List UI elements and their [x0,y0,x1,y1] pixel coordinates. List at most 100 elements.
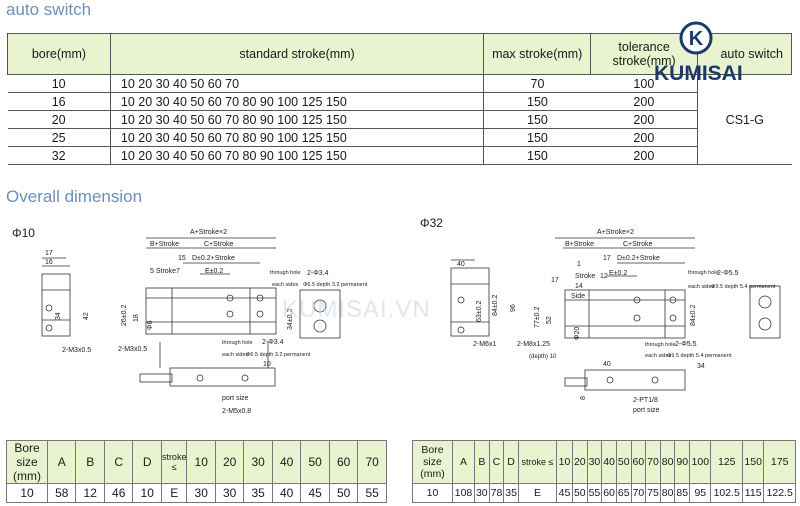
dim-label: 1 [577,261,581,268]
kumisai-logo: K KUMISAI [654,21,743,85]
dim-label: Stroke [575,273,595,280]
table-row: 10 58 12 46 10 E 30 30 35 40 45 50 55 [6,483,387,503]
dim-cell: 40 [271,483,302,503]
dim-label: each sides [645,353,672,359]
tolerance-cell: 200 [590,110,698,129]
dim-label: 2-Φ3.4 [262,339,284,346]
dim-cell: 55 [357,483,387,503]
bore-cell: 32 [7,146,111,165]
dim-label: 34 [55,312,62,320]
dim-cell: 75 [645,483,661,503]
dim-header-row: Bore size (mm) A B C D stroke ≤ 10 20 30… [6,440,387,484]
dim-cell: 10 [132,483,162,503]
dim-label: (depth) 10 [529,354,557,360]
dim-label: Φ6.5 depth 3.2 permanent [246,352,311,358]
dim-header: A [46,440,77,484]
dim-cell: E [517,483,557,503]
dim-label: 2-Φ5.5 [717,270,739,277]
dim-cell: 46 [103,483,134,503]
dim-cell: 12 [75,483,105,503]
dim-header: 50 [300,440,330,484]
dim-header: B [75,440,105,484]
watermark: KUMISAI.VN [282,296,431,323]
dim-label: 17 [551,277,559,284]
dim-header-stroke: stroke ≤ [517,440,557,484]
dim-label: 2-M3x0.5 [118,346,147,353]
dim-label: 26±0.2 [121,305,128,326]
stroke-cell: 10 20 30 40 50 60 70 80 90 100 125 150 [109,92,485,111]
dim-cell: 60 [601,483,617,503]
dim-label: Φ9.5 depth 5.4 permanent [711,284,776,290]
dim-label: 5 Stroke [150,268,176,275]
phi10-drawing: 17 16 34 42 2-M3x0.5 2-M3x0.5 26±0.2 18 … [41,229,368,415]
dim-cell: 50 [328,483,359,503]
dim-cell: 45 [300,483,330,503]
dim-header: A [452,440,475,484]
dim-cell: 115 [741,483,765,503]
dim-cell: 58 [46,483,77,503]
dim-label: 14 [575,283,583,290]
dim-label: Side [571,293,585,300]
dim-label: 84±0.2 [492,295,499,316]
dim-label: 77±0.2 [534,307,541,328]
dim-label: C+Stroke [204,241,233,248]
dim-header-bore: Bore size (mm) [412,440,453,484]
dim-label: 34±0.2 [287,309,294,330]
dim-label: through hole [645,342,676,348]
dim-label: 7 [176,268,180,275]
spec-table: bore(mm) standard stroke(mm) max stroke(… [7,33,792,165]
logo-ring [679,21,713,55]
dim-label: each sides [222,352,249,358]
dim-header: D [503,440,519,484]
stroke-cell: 10 20 30 40 50 60 70 80 90 100 125 150 [109,128,485,147]
dim-label: 2-Φ3.4 [307,270,329,277]
dim-cell: 50 [571,483,588,503]
tolerance-cell: 200 [590,128,698,147]
dim-label: D±0.2+Stroke [617,255,660,262]
phi32-drawing: 40 63±0.2 84±0.2 96 2-M6x1 2-M8x1.25 (de… [450,229,781,414]
dim-cell: 35 [243,483,273,503]
dim-label: 17 [45,250,53,257]
dim-header-stroke: stroke ≤ [160,440,188,484]
dim-label: 2-M3x0.5 [62,347,91,354]
dim-header: 40 [271,440,302,484]
dim-header: 70 [645,440,661,484]
dim-cell: 95 [689,483,712,503]
dim-cell: 45 [555,483,573,503]
table-row: 20 10 20 30 40 50 60 70 80 90 100 125 15… [7,110,792,129]
dim-cell: 122.5 [763,483,796,503]
dim-header: 40 [601,440,617,484]
dim-label: 18 [133,314,140,322]
dim-header: 125 [710,440,743,484]
dim-label: through hole [222,340,253,346]
auto-switch-cell: CS1-G [697,74,792,165]
dim-cell: E [160,483,188,503]
max-stroke-cell: 70 [483,74,591,93]
dim-header: C [488,440,505,484]
dim-label: port size [222,395,249,402]
max-stroke-cell: 150 [483,146,591,165]
dim-label: B+Stroke [565,241,594,248]
dim-label: A+Stroke×2 [190,229,227,236]
table-row: 16 10 20 30 40 50 60 70 80 90 100 125 15… [7,92,792,111]
dim-label: Φ20 [574,327,581,340]
dim-header: D [132,440,162,484]
dim-header: 10 [555,440,573,484]
dim-label: 96 [510,304,517,312]
dim-cell: 80 [659,483,676,503]
max-stroke-cell: 150 [483,92,591,111]
dim-label: B+Stroke [150,241,179,248]
dim-label: 40 [603,361,611,368]
stroke-cell: 10 20 30 40 50 60 70 80 90 100 125 150 [109,146,485,165]
dim-label: 42 [83,312,90,320]
dim-label: Φ6.5 depth 3.2 permanent [303,282,368,288]
tolerance-cell: 100 [590,74,698,93]
spec-header-standard-stroke: standard stroke(mm) [109,33,485,75]
dim-label: port size [633,407,660,414]
dim-header: 100 [689,440,712,484]
dim-header: 90 [674,440,691,484]
dim-label: 84±0.2 [690,305,697,326]
dim-header: 10 [186,440,216,484]
dim-cell: 78 [488,483,505,503]
spec-header-max-stroke: max stroke(mm) [483,33,592,75]
